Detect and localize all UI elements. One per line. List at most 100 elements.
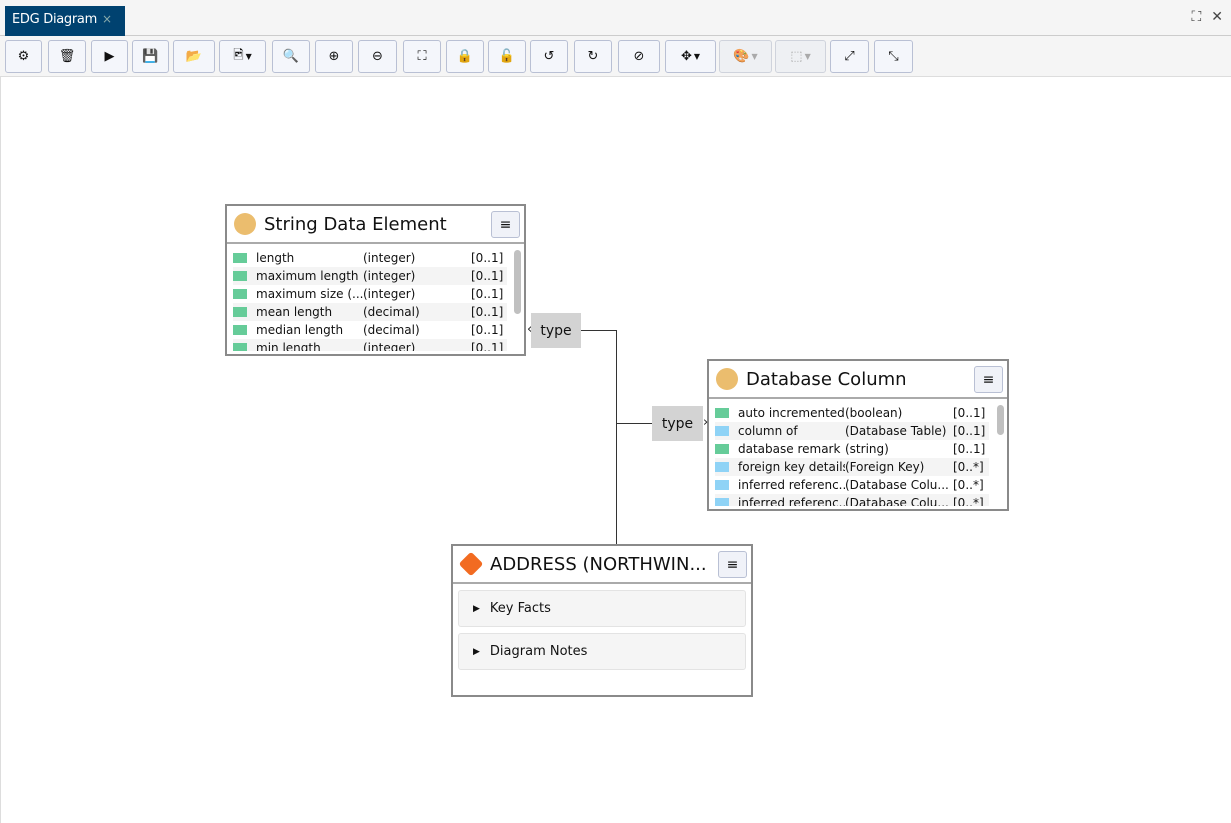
- caret-down-icon: ▼: [245, 52, 252, 61]
- arrow-left-icon: ‹: [527, 322, 533, 337]
- property-name: column of: [738, 424, 798, 438]
- property-name: foreign key details: [738, 460, 845, 474]
- delete-button[interactable]: 🗑: [48, 40, 86, 73]
- node-menu-button[interactable]: ≡: [718, 551, 747, 578]
- property-row[interactable]: inferred referenc...(Database Colu... [0.…: [715, 476, 989, 494]
- hide-icon: ⊘: [633, 49, 645, 64]
- section-key-facts[interactable]: ▶ Key Facts: [458, 590, 746, 627]
- property-row[interactable]: database remark(string)[0..1]: [715, 440, 989, 458]
- property-row[interactable]: auto incremented(boolean)[0..1]: [715, 404, 989, 422]
- property-row[interactable]: mean length (decimal) [0..1]: [233, 303, 507, 321]
- node-title: String Data Element: [264, 213, 447, 235]
- tab-edg-diagram[interactable]: EDG Diagram ×: [5, 6, 125, 36]
- property-type: (string): [845, 442, 889, 456]
- property-type: (Database Colu...: [845, 496, 949, 506]
- property-row[interactable]: foreign key details(Foreign Key)[0..*]: [715, 458, 989, 476]
- fit-button[interactable]: ⛶: [403, 40, 441, 73]
- maximize-icon[interactable]: ⛶: [1191, 9, 1202, 25]
- property-row[interactable]: maximum size (...(integer)[0..1]: [233, 285, 507, 303]
- class-icon: [716, 368, 738, 390]
- property-row[interactable]: column of(Database Table)[0..1]: [715, 422, 989, 440]
- property-name: auto incremented: [738, 406, 845, 420]
- property-row[interactable]: maximum length(integer)[0..1]: [233, 267, 507, 285]
- edge-line: [616, 423, 652, 424]
- property-row[interactable]: inferred referenc...(Database Colu...[0.…: [715, 494, 989, 506]
- node-address[interactable]: ADDRESS (NORTHWIN...≡ ▶Key Facts ▶Diagra…: [451, 544, 753, 697]
- caret-right-icon: ▶: [473, 646, 480, 657]
- edge-line: [616, 330, 617, 545]
- export-image-icon: 🖻: [233, 47, 244, 63]
- reference-icon: [715, 498, 729, 506]
- search-button[interactable]: 🔍: [272, 40, 310, 73]
- node-database-column[interactable]: Database Column≡ auto incremented(boolea…: [707, 359, 1009, 511]
- export-image-button[interactable]: 🖻▼: [219, 40, 266, 73]
- property-type: (integer): [363, 251, 416, 265]
- edge-label-type[interactable]: type: [531, 313, 581, 348]
- property-name: mean length: [256, 305, 333, 319]
- property-name: min length: [256, 341, 321, 351]
- unlock-button[interactable]: 🔓: [488, 40, 526, 73]
- delete-icon: 🗑: [58, 49, 76, 64]
- attribute-icon: [233, 271, 247, 281]
- section-diagram-notes[interactable]: ▶Diagram Notes: [458, 633, 746, 670]
- zoom-in-icon: ⊕: [328, 49, 340, 64]
- property-row[interactable]: min length(integer)[0..1]: [233, 339, 507, 351]
- reference-icon: [715, 480, 729, 490]
- attribute-icon: [233, 253, 247, 263]
- property-row[interactable]: median length(decimal)[0..1]: [233, 321, 507, 339]
- border-button[interactable]: ⬚▼: [775, 40, 826, 73]
- reference-icon: [715, 462, 729, 472]
- property-cardinality: [0..*]: [953, 496, 984, 506]
- settings-icon: ⚙: [17, 49, 30, 64]
- caret-right-icon: ▶: [473, 603, 480, 614]
- open-icon: 📂: [185, 49, 203, 64]
- collapse-button[interactable]: ⤡: [874, 40, 913, 73]
- property-type: (Database Table): [845, 424, 947, 438]
- redo-icon: ↻: [587, 49, 599, 64]
- undo-button[interactable]: ↺: [530, 40, 568, 73]
- search-icon: 🔍: [282, 49, 300, 64]
- settings-button[interactable]: ⚙: [5, 40, 42, 73]
- property-cardinality: [0..1]: [471, 305, 504, 319]
- border-icon: ⬚: [790, 49, 803, 64]
- hide-button[interactable]: ⊘: [618, 40, 660, 73]
- lock-button[interactable]: 🔒: [446, 40, 484, 73]
- tab-label: EDG Diagram: [12, 12, 97, 27]
- section-label: Key Facts: [489, 601, 551, 616]
- node-menu-button[interactable]: ≡: [491, 211, 520, 238]
- zoom-in-button[interactable]: ⊕: [315, 40, 353, 73]
- lock-icon: 🔒: [456, 49, 474, 64]
- node-menu-button[interactable]: ≡: [974, 366, 1003, 393]
- property-type: (Database Colu...: [845, 478, 949, 492]
- save-button[interactable]: 💾: [132, 40, 169, 73]
- scrollbar[interactable]: [997, 405, 1004, 435]
- attribute-icon: [233, 343, 247, 351]
- close-icon[interactable]: ✕: [1211, 9, 1223, 25]
- property-row[interactable]: length(integer)[0..1]: [233, 249, 507, 267]
- toolbar: ⚙🗑▶💾📂🖻▼🔍⊕⊖⛶🔒🔓↺↻⊘✥▼🎨▼⬚▼⤢⤡: [0, 36, 1231, 77]
- expand-button[interactable]: ⤢: [830, 40, 869, 73]
- scrollbar[interactable]: [514, 250, 521, 314]
- zoom-out-button[interactable]: ⊖: [358, 40, 397, 73]
- open-button[interactable]: 📂: [173, 40, 215, 73]
- color-icon: 🎨: [733, 49, 750, 64]
- edge-label-type[interactable]: type: [652, 406, 703, 441]
- caret-down-icon: ▼: [693, 52, 701, 61]
- fit-icon: ⛶: [417, 49, 427, 64]
- undo-icon: ↺: [543, 49, 555, 64]
- caret-down-icon: ▼: [751, 52, 758, 61]
- diagram-canvas[interactable]: [0, 77, 1231, 823]
- attribute-icon: [233, 289, 247, 299]
- redo-button[interactable]: ↻: [574, 40, 612, 73]
- node-string-data-element[interactable]: String Data Element ≡ length(integer)[0..…: [225, 204, 526, 356]
- move-icon: ✥: [680, 49, 692, 64]
- color-button[interactable]: 🎨▼: [719, 40, 772, 73]
- run-button[interactable]: ▶: [91, 40, 128, 73]
- property-name: inferred referenc...: [738, 478, 845, 492]
- property-type: (decimal): [363, 305, 420, 319]
- property-cardinality: [0..1]: [471, 341, 504, 351]
- move-button[interactable]: ✥▼: [665, 40, 716, 73]
- close-tab-icon[interactable]: ×: [101, 12, 112, 26]
- property-cardinality: [0..*]: [953, 478, 984, 492]
- property-type: (Foreign Key): [845, 460, 925, 474]
